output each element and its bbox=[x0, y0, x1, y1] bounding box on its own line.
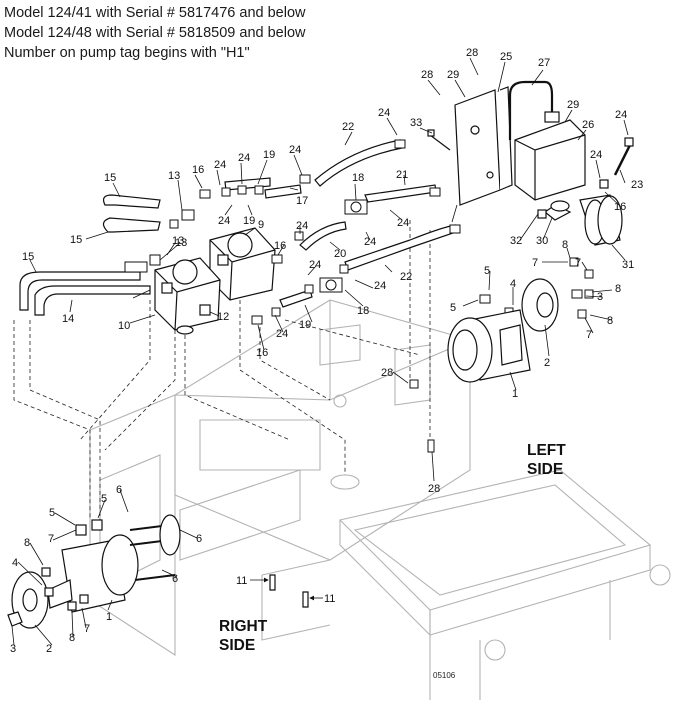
callout-3: 3 bbox=[10, 643, 16, 655]
callout-7: 7 bbox=[48, 533, 54, 545]
callout-24: 24 bbox=[590, 149, 602, 161]
callout-25: 25 bbox=[500, 51, 512, 63]
callout-6: 6 bbox=[116, 484, 122, 496]
callout-18: 18 bbox=[352, 172, 364, 184]
callout-24: 24 bbox=[364, 236, 376, 248]
hydraulic-pumps bbox=[154, 227, 276, 335]
callout-24: 24 bbox=[378, 107, 390, 119]
callout-29: 29 bbox=[567, 99, 579, 111]
left-side-label: LEFT SIDE bbox=[527, 441, 566, 479]
callout-16: 16 bbox=[192, 164, 204, 176]
callout-16: 16 bbox=[256, 347, 268, 359]
callout-5: 5 bbox=[49, 507, 55, 519]
callout-9: 9 bbox=[258, 219, 264, 231]
callout-21: 21 bbox=[396, 169, 408, 181]
callout-2: 2 bbox=[544, 357, 550, 369]
callout-24: 24 bbox=[296, 220, 308, 232]
callout-numbers: 28 25 27 28 29 29 26 24 22 33 24 23 24 1… bbox=[10, 47, 643, 655]
callout-31: 31 bbox=[622, 259, 634, 271]
callout-13: 13 bbox=[175, 237, 187, 249]
callout-12: 12 bbox=[217, 311, 229, 323]
callout-24: 24 bbox=[397, 217, 409, 229]
left-wheel-motor bbox=[447, 278, 559, 383]
callout-24: 24 bbox=[615, 109, 627, 121]
callout-5: 5 bbox=[450, 302, 456, 314]
callout-22: 22 bbox=[342, 121, 354, 133]
callout-13: 13 bbox=[172, 235, 184, 247]
callout-7: 7 bbox=[575, 257, 581, 269]
callout-28: 28 bbox=[421, 69, 433, 81]
callout-11: 11 bbox=[236, 575, 247, 587]
header-line-2: Model 124/48 with Serial # 5818509 and b… bbox=[4, 25, 306, 41]
callout-33: 33 bbox=[410, 117, 422, 129]
callout-29: 29 bbox=[447, 69, 459, 81]
callout-8: 8 bbox=[69, 632, 75, 644]
callout-13: 13 bbox=[168, 170, 180, 182]
callout-8: 8 bbox=[615, 283, 621, 295]
callout-4: 4 bbox=[510, 278, 516, 290]
callout-24: 24 bbox=[218, 215, 230, 227]
header-line-1: Model 124/41 with Serial # 5817476 and b… bbox=[4, 5, 306, 21]
callout-23: 23 bbox=[631, 179, 643, 191]
mower-frame bbox=[89, 299, 671, 700]
callout-24: 24 bbox=[289, 144, 301, 156]
callout-24: 24 bbox=[276, 328, 288, 340]
callout-5: 5 bbox=[484, 265, 490, 277]
callout-2: 2 bbox=[46, 643, 52, 655]
figure-number: 05106 bbox=[433, 671, 456, 680]
callout-24: 24 bbox=[374, 280, 386, 292]
callout-15: 15 bbox=[104, 172, 116, 184]
callout-28: 28 bbox=[428, 483, 440, 495]
callout-4: 4 bbox=[12, 557, 18, 569]
alignment-lines bbox=[13, 220, 431, 525]
callout-10: 10 bbox=[118, 320, 130, 332]
callout-5: 5 bbox=[101, 493, 107, 505]
right-side-label-line2: SIDE bbox=[219, 637, 256, 654]
callout-15: 15 bbox=[22, 251, 34, 263]
callout-24: 24 bbox=[238, 152, 250, 164]
callout-19: 19 bbox=[263, 149, 275, 161]
callout-6: 6 bbox=[196, 533, 202, 545]
callout-1: 1 bbox=[106, 611, 112, 623]
callout-8: 8 bbox=[607, 315, 613, 327]
callout-15: 15 bbox=[70, 234, 82, 246]
hydraulic-tank-assembly bbox=[427, 80, 634, 246]
callout-16: 16 bbox=[614, 201, 626, 213]
callout-19: 19 bbox=[299, 319, 311, 331]
callout-3: 3 bbox=[597, 291, 603, 303]
callout-17: 17 bbox=[296, 195, 308, 207]
callout-18: 18 bbox=[357, 305, 369, 317]
callout-30: 30 bbox=[536, 235, 548, 247]
callout-19: 19 bbox=[243, 215, 255, 227]
callout-7: 7 bbox=[586, 329, 592, 341]
callout-7: 7 bbox=[84, 623, 90, 635]
callout-28: 28 bbox=[381, 367, 393, 379]
header-line-3: Number on pump tag begins with "H1" bbox=[4, 45, 250, 61]
callout-8: 8 bbox=[24, 537, 30, 549]
callout-1: 1 bbox=[512, 388, 518, 400]
callout-20: 20 bbox=[334, 248, 346, 260]
left-side-label-line2: SIDE bbox=[527, 461, 564, 478]
callout-6: 6 bbox=[172, 573, 178, 585]
left-side-label-line1: LEFT bbox=[527, 442, 566, 459]
leader-lines bbox=[11, 57, 629, 646]
callout-28: 28 bbox=[466, 47, 478, 59]
callout-24: 24 bbox=[214, 159, 226, 171]
callout-27: 27 bbox=[538, 57, 550, 69]
callout-7: 7 bbox=[532, 257, 538, 269]
callout-11: 11 bbox=[324, 593, 335, 605]
callout-8: 8 bbox=[562, 239, 568, 251]
callout-24: 24 bbox=[309, 259, 321, 271]
callout-32: 32 bbox=[510, 235, 522, 247]
callout-22: 22 bbox=[400, 271, 412, 283]
callout-26: 26 bbox=[582, 119, 594, 131]
right-side-label-line1: RIGHT bbox=[219, 618, 268, 635]
callout-16: 16 bbox=[274, 240, 286, 252]
callout-14: 14 bbox=[62, 313, 74, 325]
right-side-label: RIGHT SIDE bbox=[219, 617, 267, 655]
